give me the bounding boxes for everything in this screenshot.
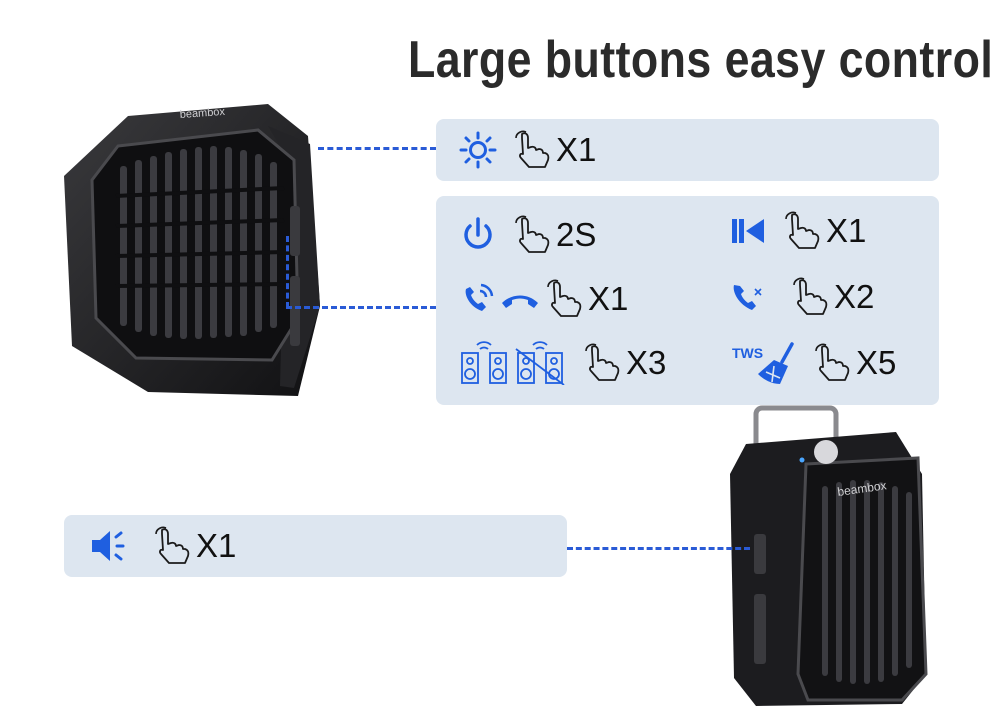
answer-call-icon — [465, 283, 494, 311]
tws-press-count: X5 — [856, 344, 897, 381]
reject-call-icon — [733, 285, 762, 310]
reject-call-control: X2 — [728, 274, 874, 320]
connector-main — [286, 306, 436, 309]
volume-control: X1 — [88, 523, 236, 569]
hangup-call-icon — [502, 295, 538, 308]
previous-track-control: X1 — [728, 208, 866, 254]
previous-press-count: X1 — [826, 212, 867, 249]
power-press-count: 2S — [556, 216, 597, 253]
pairing-press-count: X3 — [626, 344, 667, 381]
brand-logo: beambox — [179, 106, 225, 121]
press-hand-icon — [785, 211, 820, 249]
connector-volume — [567, 547, 750, 550]
reject-press-count: X2 — [834, 278, 875, 315]
light-icon — [459, 131, 497, 169]
main-control-panel: 2S X1 X1 — [436, 196, 939, 405]
press-hand-icon — [155, 526, 190, 564]
press-hand-icon — [815, 343, 850, 381]
tws-clear-icon: TWS — [732, 342, 794, 384]
press-hand-icon — [515, 215, 550, 253]
page-title: Large buttons easy control — [408, 31, 994, 89]
press-hand-icon — [515, 130, 550, 168]
answer-hangup-control: X1 — [458, 276, 628, 322]
press-hand-icon — [793, 277, 828, 315]
press-hand-icon — [585, 343, 620, 381]
light-press-count: X1 — [556, 131, 597, 168]
speaker-device-front: beambox — [64, 104, 320, 396]
light-control-panel: X1 — [436, 119, 939, 181]
volume-control-panel: X1 — [64, 515, 567, 577]
power-icon — [464, 217, 492, 249]
speaker-pairing-icon — [461, 341, 565, 385]
light-control: X1 — [458, 127, 596, 173]
power-control: 2S — [458, 212, 596, 258]
tws-badge: TWS — [732, 345, 763, 361]
tws-clear-control: TWS X5 — [732, 340, 896, 386]
connector-light — [318, 147, 436, 150]
volume-icon — [92, 531, 125, 561]
previous-track-icon — [732, 219, 764, 243]
connector-main-vertical — [286, 236, 289, 308]
speaker-device-side: beambox — [730, 405, 928, 706]
press-hand-icon — [547, 279, 582, 317]
volume-press-count: X1 — [196, 527, 237, 564]
brand-logo-side: beambox — [836, 478, 887, 499]
answer-hangup-press-count: X1 — [588, 280, 629, 317]
speaker-pairing-control: X3 — [460, 340, 666, 386]
